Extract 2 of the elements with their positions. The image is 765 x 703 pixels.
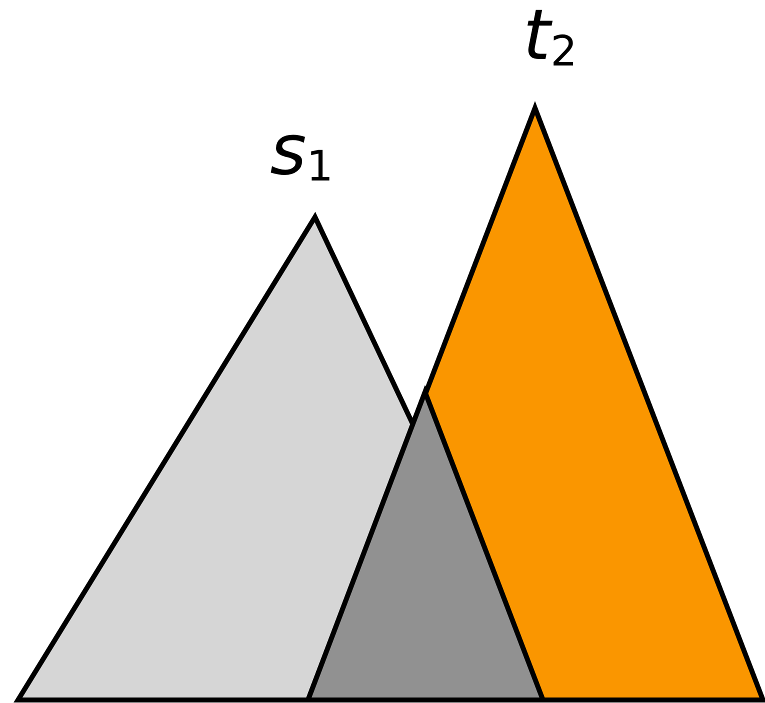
triangle-label: t$_{2}$ xyxy=(523,0,578,72)
triangle-label: s$_{1}$ xyxy=(270,115,334,188)
